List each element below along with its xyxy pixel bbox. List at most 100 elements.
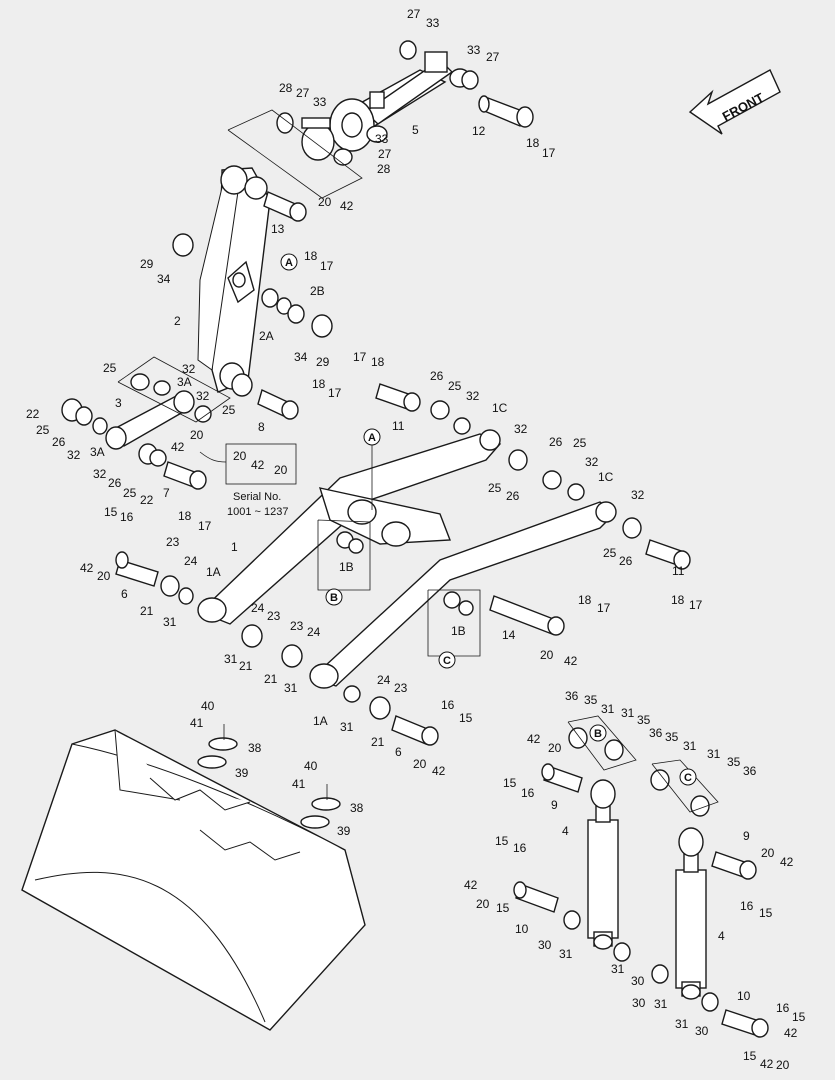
serial-label: Serial No. <box>233 491 281 503</box>
part-label: 33 <box>313 95 327 109</box>
part-label: 1A <box>313 714 328 728</box>
part-label: 11 <box>672 564 685 578</box>
part-label: 17 <box>542 146 556 160</box>
part-label: 42 <box>564 654 578 668</box>
bushing-30-low <box>701 992 719 1012</box>
part-label: 25 <box>103 361 117 375</box>
part-label: 31 <box>611 962 625 976</box>
part-label: 42 <box>780 855 794 869</box>
part-label: 8 <box>258 420 265 434</box>
tooth-hardware <box>197 724 341 829</box>
bushing-36-right <box>650 769 670 791</box>
bushing-1C-right <box>567 483 585 501</box>
bushing-30-left <box>563 910 581 930</box>
bushing-26-right <box>542 470 562 490</box>
part-label: 25 <box>123 486 137 500</box>
part-label: 31 <box>163 615 177 629</box>
part-label: 32 <box>514 422 528 436</box>
part-label: 30 <box>631 974 645 988</box>
part-label: 16 <box>513 841 527 855</box>
part-label: 33 <box>426 16 440 30</box>
part-label: 25 <box>573 436 587 450</box>
part-label: 20 <box>476 897 490 911</box>
part-label: 17 <box>597 601 611 615</box>
pin-8 <box>257 389 299 420</box>
part-label: 2A <box>259 329 274 343</box>
pin-12 <box>478 95 534 128</box>
part-label: 2 <box>174 314 181 328</box>
part-label: 28 <box>279 81 293 95</box>
svg-text:A: A <box>285 257 293 269</box>
lift-cylinder-right <box>675 827 707 1000</box>
part-label: 18 <box>371 355 385 369</box>
part-label: 42 <box>171 440 185 454</box>
part-label: 20 <box>233 449 247 463</box>
part-label: 20 <box>776 1058 790 1072</box>
part-label: 1C <box>492 401 508 415</box>
part-label: 18 <box>304 249 318 263</box>
part-label: 3 <box>115 396 122 410</box>
part-label: 1B <box>451 624 466 638</box>
pin-14 <box>489 595 565 636</box>
part-label: 30 <box>632 996 646 1010</box>
part-label: 25 <box>603 546 617 560</box>
part-label: 1A <box>206 565 221 579</box>
part-label: 41 <box>190 716 204 730</box>
part-label: 15 <box>743 1049 757 1063</box>
part-label: 13 <box>271 222 285 236</box>
part-label: 39 <box>337 824 351 838</box>
part-label: 32 <box>631 488 645 502</box>
part-label: 12 <box>472 124 486 138</box>
part-label: 16 <box>120 510 134 524</box>
part-label: 31 <box>559 947 573 961</box>
bushing-32-right <box>622 517 642 539</box>
part-label: 42 <box>760 1057 774 1071</box>
part-label: 42 <box>784 1026 798 1040</box>
part-label: 31 <box>621 706 635 720</box>
svg-text:C: C <box>684 772 692 784</box>
lift-cylinder-left <box>587 779 619 950</box>
part-label: 20 <box>97 569 111 583</box>
part-label: 31 <box>284 681 298 695</box>
part-label: 14 <box>502 628 516 642</box>
part-label: 4 <box>718 929 725 943</box>
part-label: 24 <box>184 554 198 568</box>
part-label: 21 <box>371 735 385 749</box>
part-label: 32 <box>182 362 196 376</box>
part-label: 23 <box>267 609 281 623</box>
part-label: 32 <box>93 467 107 481</box>
pin-6-lower <box>391 715 439 746</box>
svg-text:C: C <box>443 655 451 667</box>
part-label: 35 <box>584 693 598 707</box>
part-label: 16 <box>521 786 535 800</box>
part-label: 30 <box>695 1024 709 1038</box>
part-label: 21 <box>140 604 154 618</box>
part-label: 29 <box>140 257 154 271</box>
bellcrank-cylinder <box>328 51 471 152</box>
bushing-30-right <box>651 964 669 984</box>
part-label: 27 <box>486 50 500 64</box>
bellcrank <box>197 165 271 397</box>
part-label: 7 <box>163 486 170 500</box>
part-label: 26 <box>549 435 563 449</box>
pin-9-left <box>541 763 583 793</box>
part-label: 6 <box>121 587 128 601</box>
lift-arm <box>197 429 617 689</box>
front-arrow: FRONT <box>688 69 781 135</box>
part-label: 39 <box>235 766 249 780</box>
part-label: 42 <box>432 764 446 778</box>
part-label: 31 <box>707 747 721 761</box>
callout-a-arm: A <box>363 428 381 510</box>
bucket <box>21 729 366 1031</box>
bushing-36-left <box>568 727 588 749</box>
part-label: 25 <box>222 403 236 417</box>
part-label: 36 <box>649 726 663 740</box>
part-label: 17 <box>689 598 703 612</box>
part-label: 26 <box>506 489 520 503</box>
bushing-1A-left <box>178 587 194 605</box>
part-label: 29 <box>316 355 330 369</box>
part-label: 18 <box>526 136 540 150</box>
part-label: 26 <box>108 476 122 490</box>
part-label: 30 <box>538 938 552 952</box>
part-label: 31 <box>340 720 354 734</box>
